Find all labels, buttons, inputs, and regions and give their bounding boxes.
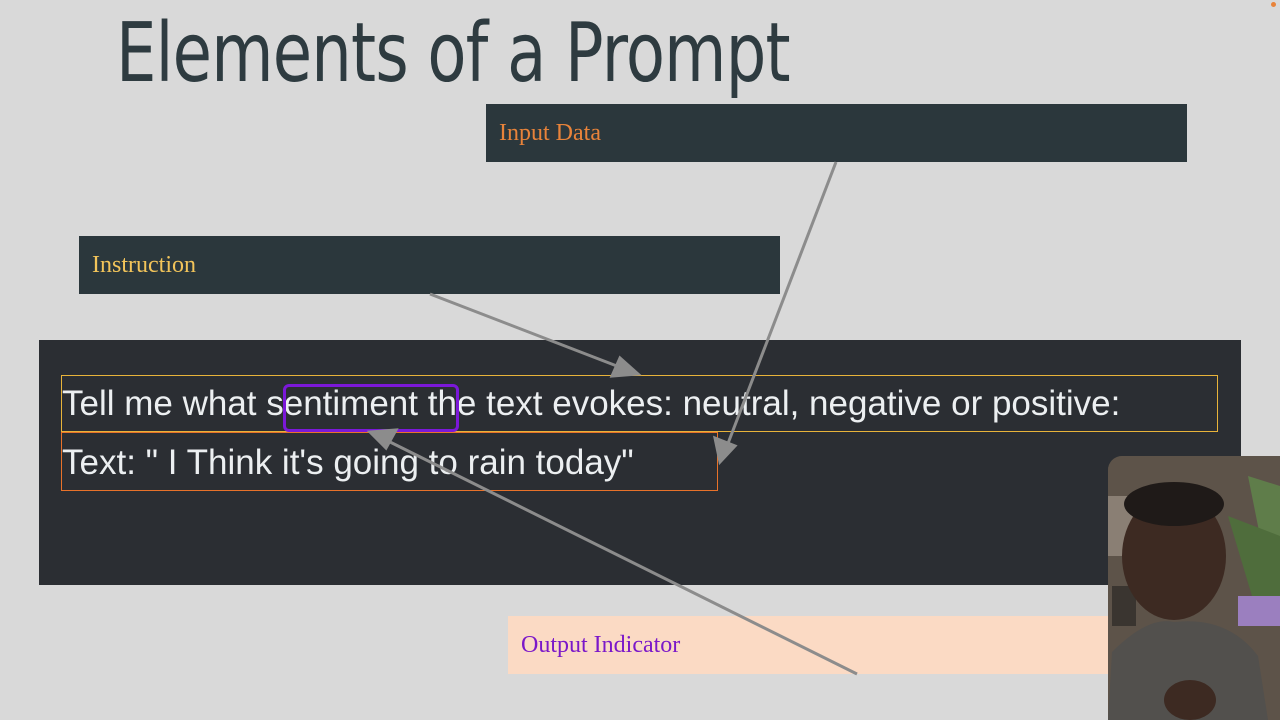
corner-indicator (1271, 2, 1276, 7)
prompt-line-1-end: the text evokes: neutral, negative or po… (418, 384, 1121, 423)
instruction-outline (61, 375, 1218, 432)
output-indicator-text: Output Indicator (521, 631, 681, 658)
instruction-arrow (429, 292, 623, 370)
instruction-arrowhead (609, 355, 642, 378)
prompt-line-1: Tell me what sentiment the text evokes: … (62, 376, 1120, 432)
output-indicator-arrowhead (366, 428, 399, 451)
prompt-line-1-start: Tell me what (62, 384, 267, 423)
input-data-arrowhead (712, 435, 738, 466)
output-indicator-arrow (385, 438, 858, 676)
output-indicator-label: Output Indicator (508, 616, 1108, 674)
presenter-webcam (1108, 456, 1280, 720)
input-data-text: Input Data (499, 119, 601, 146)
input-data-label: Input Data (486, 104, 1187, 162)
input-data-arrow (725, 161, 838, 447)
instruction-label: Instruction (79, 236, 780, 294)
presenter-image (1108, 456, 1280, 720)
prompt-panel (39, 340, 1241, 585)
prompt-highlight-word: sentiment (266, 384, 418, 423)
instruction-text: Instruction (92, 251, 196, 278)
slide-title: Elements of a Prompt (116, 6, 791, 101)
prompt-line-2: Text: " I Think it's going to rain today… (62, 443, 634, 482)
